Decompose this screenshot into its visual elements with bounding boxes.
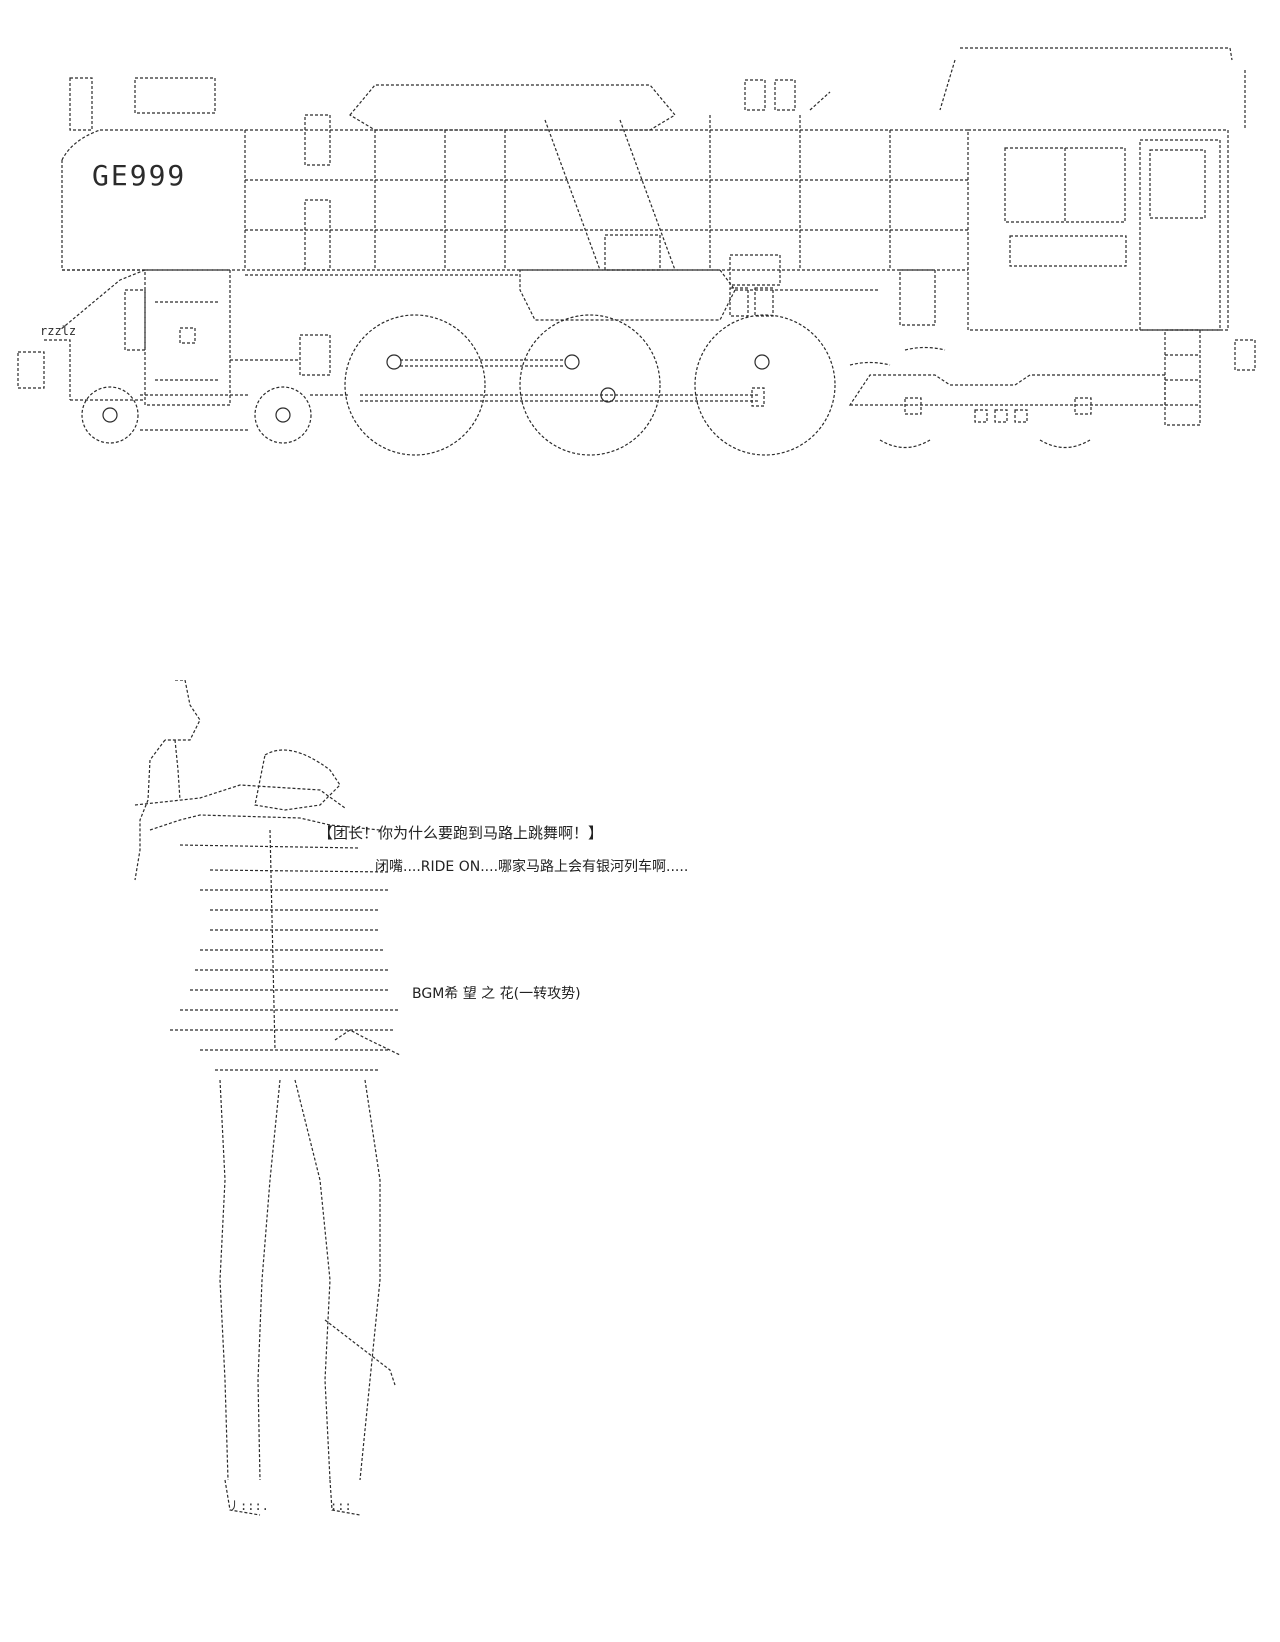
svg-text::::: ::: (330, 1499, 352, 1513)
dialogue-line-2: 闭嘴....RIDE ON....哪家马路上会有银河列车啊..... (375, 859, 689, 875)
figure-art: 丿:::. ::: (134, 680, 401, 1516)
dialogue-line-1: 【团长！你为什么要跑到马路上跳舞啊！】 (318, 824, 604, 842)
locomotive-art: GE999 rzzlz (17, 47, 1256, 456)
locomotive-plate: GE999 (92, 159, 186, 192)
dialogue-line-3: BGM希 望 之 花(一转攻势) (412, 986, 581, 1002)
svg-text:rzzlz: rzzlz (40, 324, 76, 338)
svg-text:丿:::.: 丿:::. (228, 1499, 269, 1513)
